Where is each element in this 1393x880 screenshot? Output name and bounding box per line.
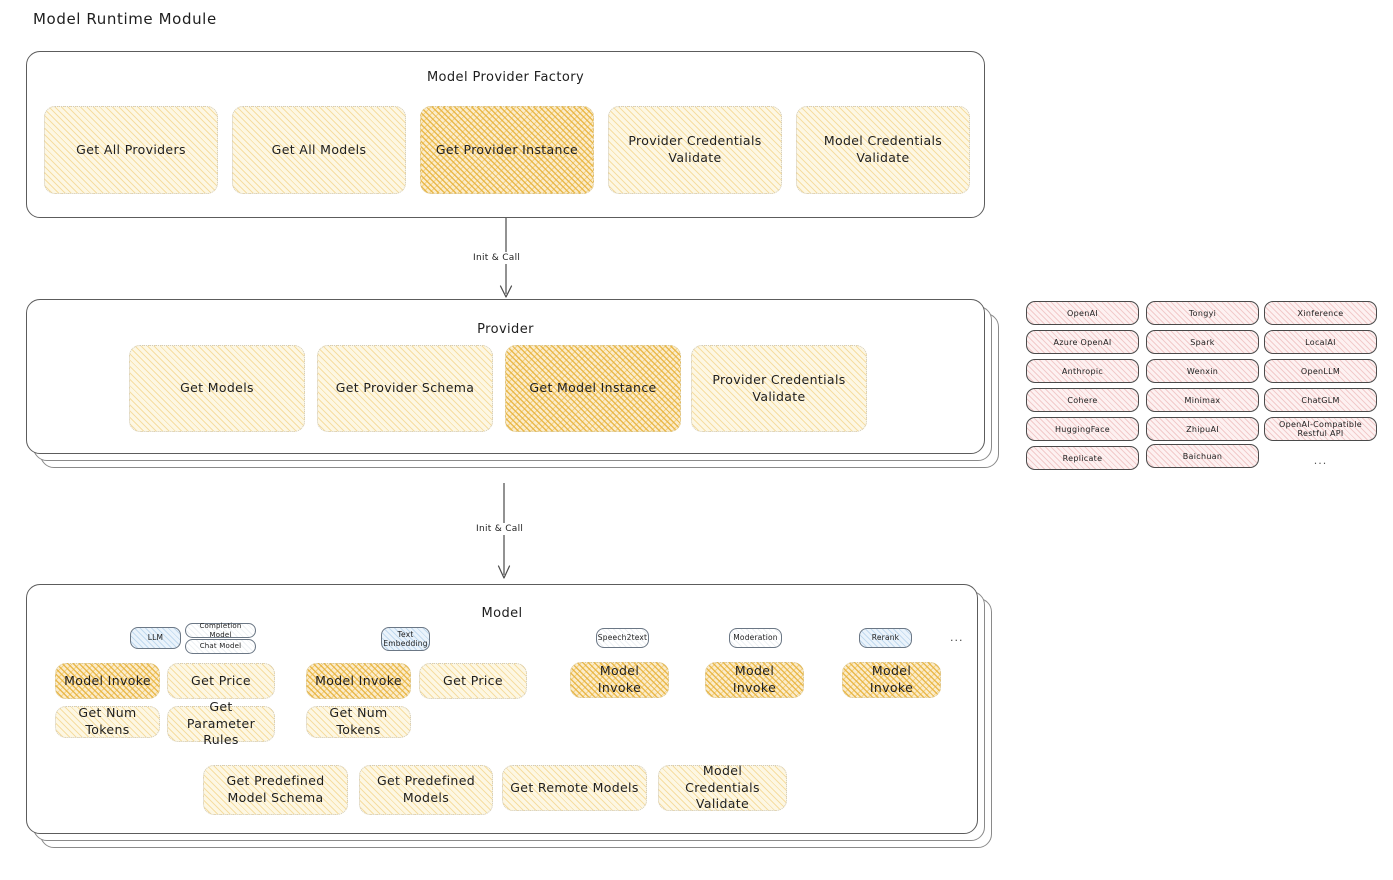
provider-chip-huggingface[interactable]: HuggingFace bbox=[1026, 417, 1139, 441]
model-types-more-ellipsis: ... bbox=[950, 631, 964, 644]
model-common-get-predefined-model-schema[interactable]: Get Predefined Model Schema bbox=[203, 765, 348, 815]
provider-chip-xinference[interactable]: Xinference bbox=[1264, 301, 1377, 325]
model-common-model-credentials-validate[interactable]: Model Credentials Validate bbox=[658, 763, 787, 811]
provider-chip-anthropic[interactable]: Anthropic bbox=[1026, 359, 1139, 383]
llm-method-model-invoke[interactable]: Model Invoke bbox=[55, 663, 160, 699]
model-type-badge-moderation[interactable]: Moderation bbox=[729, 628, 782, 648]
rerank-method-model-invoke[interactable]: Model Invoke bbox=[842, 662, 941, 698]
arrow-label-init-call-1: Init & Call bbox=[470, 252, 524, 264]
model-tag-chat-model[interactable]: Chat Model bbox=[185, 639, 256, 654]
provider-chip-cohere[interactable]: Cohere bbox=[1026, 388, 1139, 412]
model-common-get-predefined-models[interactable]: Get Predefined Models bbox=[359, 765, 493, 815]
model-type-badge-rerank[interactable]: Rerank bbox=[859, 628, 912, 648]
factory-box-model-credentials-validate[interactable]: Model Credentials Validate bbox=[796, 106, 970, 194]
page-title: Model Runtime Module bbox=[33, 10, 217, 28]
provider-chip-replicate[interactable]: Replicate bbox=[1026, 446, 1139, 470]
llm-method-get-parameter-rules[interactable]: Get Parameter Rules bbox=[167, 699, 275, 747]
arrow-label-init-call-2: Init & Call bbox=[473, 523, 527, 535]
model-title: Model bbox=[481, 606, 523, 621]
llm-method-get-num-tokens[interactable]: Get Num Tokens bbox=[55, 705, 160, 738]
model-provider-factory-title: Model Provider Factory bbox=[426, 70, 585, 85]
factory-box-provider-credentials-validate[interactable]: Provider Credentials Validate bbox=[608, 106, 782, 194]
provider-chip-wenxin[interactable]: Wenxin bbox=[1146, 359, 1259, 383]
provider-chip-openai[interactable]: OpenAI bbox=[1026, 301, 1139, 325]
factory-box-get-all-models[interactable]: Get All Models bbox=[232, 106, 406, 194]
text-embedding-method-get-price[interactable]: Get Price bbox=[419, 663, 527, 699]
provider-chip-localai[interactable]: LocalAI bbox=[1264, 330, 1377, 354]
llm-method-get-price[interactable]: Get Price bbox=[167, 663, 275, 699]
text-embedding-method-model-invoke[interactable]: Model Invoke bbox=[306, 663, 411, 699]
provider-chip-zhipuai[interactable]: ZhipuAI bbox=[1146, 417, 1259, 441]
factory-box-get-provider-instance[interactable]: Get Provider Instance bbox=[420, 106, 594, 194]
speech2text-method-model-invoke[interactable]: Model Invoke bbox=[570, 662, 669, 698]
provider-box-get-provider-schema[interactable]: Get Provider Schema bbox=[317, 345, 493, 432]
factory-box-get-all-providers[interactable]: Get All Providers bbox=[44, 106, 218, 194]
provider-chip-spark[interactable]: Spark bbox=[1146, 330, 1259, 354]
provider-box-provider-credentials-validate[interactable]: Provider Credentials Validate bbox=[691, 345, 867, 432]
model-type-badge-speech2text[interactable]: Speech2text bbox=[596, 628, 649, 648]
provider-chip-chatglm[interactable]: ChatGLM bbox=[1264, 388, 1377, 412]
text-embedding-method-get-num-tokens[interactable]: Get Num Tokens bbox=[306, 705, 411, 738]
provider-chip-openai-compatible-restful-api[interactable]: OpenAI-Compatible Restful API bbox=[1264, 417, 1377, 441]
model-type-badge-llm[interactable]: LLM bbox=[130, 627, 181, 649]
model-common-get-remote-models[interactable]: Get Remote Models bbox=[502, 765, 647, 811]
provider-chip-openllm[interactable]: OpenLLM bbox=[1264, 359, 1377, 383]
model-tag-completion-model[interactable]: Completion Model bbox=[185, 622, 256, 639]
provider-chip-more-ellipsis: ... bbox=[1313, 453, 1328, 467]
provider-chip-minimax[interactable]: Minimax bbox=[1146, 388, 1259, 412]
provider-title: Provider bbox=[477, 322, 534, 337]
provider-chip-azure-openai[interactable]: Azure OpenAI bbox=[1026, 330, 1139, 354]
model-type-badge-text-embedding[interactable]: Text Embedding bbox=[381, 627, 430, 651]
provider-chip-tongyi[interactable]: Tongyi bbox=[1146, 301, 1259, 325]
provider-box-get-model-instance[interactable]: Get Model Instance bbox=[505, 345, 681, 432]
provider-chip-baichuan[interactable]: Baichuan bbox=[1146, 444, 1259, 468]
moderation-method-model-invoke[interactable]: Model Invoke bbox=[705, 662, 804, 698]
provider-box-get-models[interactable]: Get Models bbox=[129, 345, 305, 432]
